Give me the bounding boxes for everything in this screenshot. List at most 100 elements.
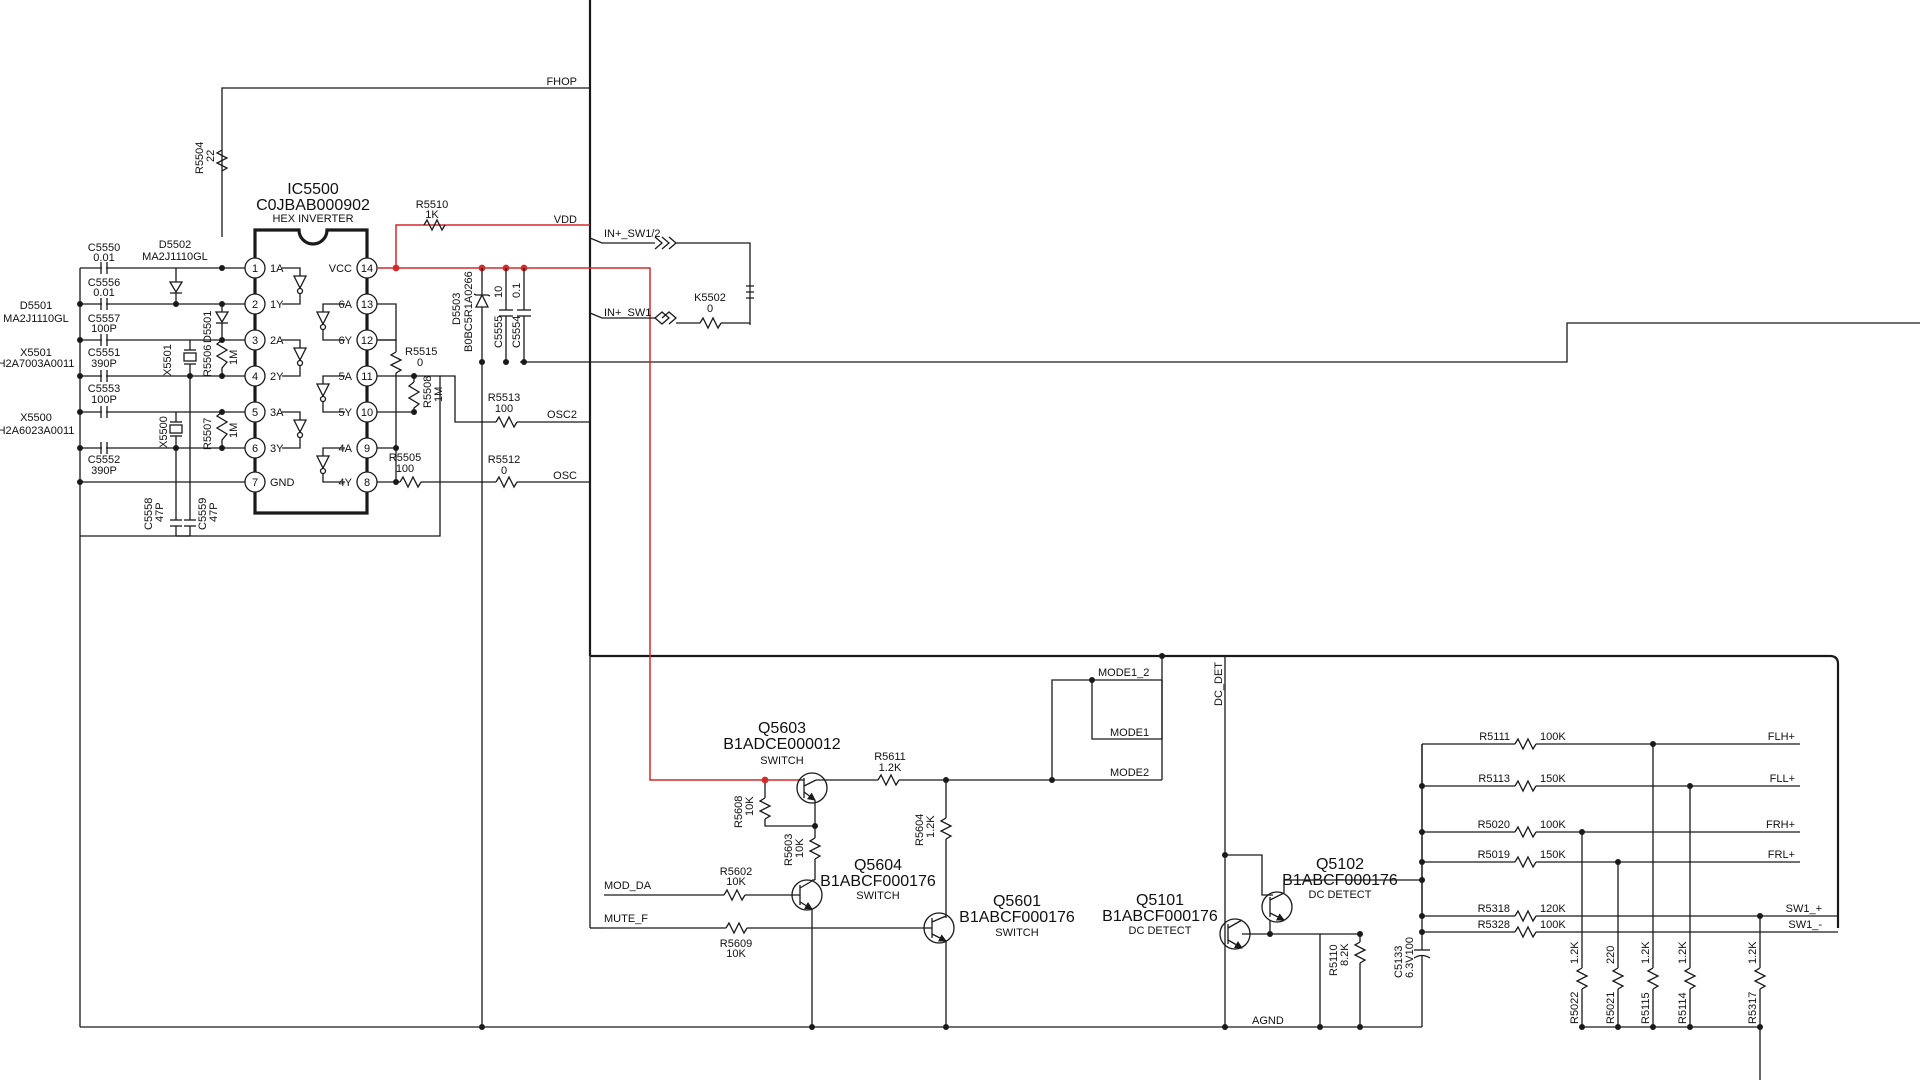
- r5505-val: 100: [396, 463, 414, 475]
- ic-pin-14: 14 VCC: [329, 257, 378, 279]
- ic-pin-9: 9 4A: [339, 437, 378, 459]
- net-mode2: MODE2: [1110, 767, 1149, 779]
- r5506-val: 1M: [228, 350, 240, 365]
- net-sw1m: SW1_-: [1788, 919, 1822, 931]
- svg-text:2: 2: [252, 299, 258, 311]
- r5603-ref: R5603: [783, 834, 795, 866]
- c5559-val: 47P: [208, 502, 220, 522]
- svg-text:6A: 6A: [339, 299, 353, 311]
- x5501-ref: X5501: [20, 347, 52, 359]
- r5515-ref: R5515: [405, 346, 437, 358]
- c5553-ref: C5553: [88, 383, 120, 395]
- r5114-ref: R5114: [1677, 992, 1689, 1024]
- r5021-val: 220: [1605, 946, 1617, 964]
- r5115-val: 1.2K: [1640, 941, 1652, 964]
- right-resistor-bank: R5111 100K FLH+ R5113 150K FLL+ R5020 10…: [1419, 731, 1838, 1080]
- r5513-val: 100: [495, 403, 513, 415]
- net-in-sw12: IN+_SW1/2: [604, 228, 661, 240]
- net-frh: FRH+: [1766, 819, 1795, 831]
- ic-pin-10: 10 5Y: [339, 401, 378, 423]
- svg-text:1A: 1A: [270, 263, 284, 275]
- q5601-part: B1ABCF000176: [959, 909, 1075, 926]
- ic-pin-6: 6 3Y: [244, 437, 284, 459]
- r5019-val: 150K: [1540, 849, 1566, 861]
- r5505-ref: R5505: [389, 452, 421, 464]
- c5558-ref: C5558: [143, 498, 155, 530]
- r5328-val: 100K: [1540, 919, 1566, 931]
- r5328-ref: R5328: [1478, 919, 1510, 931]
- svg-text:6: 6: [252, 443, 258, 455]
- svg-text:4: 4: [252, 371, 258, 383]
- r5114-val: 1.2K: [1677, 941, 1689, 964]
- r5113-val: 150K: [1540, 773, 1566, 785]
- c5553-val: 100P: [91, 394, 117, 406]
- r5604-val: 1.2K: [925, 815, 937, 838]
- net-flh: FLH+: [1768, 731, 1795, 743]
- net-frl: FRL+: [1768, 849, 1795, 861]
- ic-pin-2: 2 1Y: [244, 293, 284, 315]
- r5022-ref: R5022: [1569, 992, 1581, 1024]
- ic-pin-11: 11 5A: [339, 365, 378, 387]
- r5608-ref: R5608: [733, 796, 745, 828]
- inverter-gates: [282, 267, 345, 483]
- svg-text:9: 9: [364, 443, 370, 455]
- svg-text:4A: 4A: [339, 443, 353, 455]
- q5101-ref: Q5101: [1136, 892, 1184, 909]
- net-osc: OSC: [553, 470, 577, 482]
- c5557-val: 100P: [91, 323, 117, 335]
- q5604-func: SWITCH: [856, 890, 899, 902]
- r5611-val: 1.2K: [879, 762, 902, 774]
- svg-text:1: 1: [252, 263, 258, 275]
- svg-text:13: 13: [361, 299, 373, 311]
- net-mute-f: MUTE_F: [604, 913, 648, 925]
- c5550-ref: C5550: [88, 242, 120, 254]
- q5101-func: DC DETECT: [1129, 925, 1192, 937]
- ic-pin-7: 7 GND: [244, 471, 295, 493]
- q5102-func: DC DETECT: [1309, 889, 1372, 901]
- r5602-val: 10K: [726, 876, 746, 888]
- r5508-val: 1M: [433, 387, 445, 402]
- r5318-val: 120K: [1540, 903, 1566, 915]
- r5609-val: 10K: [726, 948, 746, 960]
- svg-text:10: 10: [361, 407, 373, 419]
- r5604-ref: R5604: [914, 814, 926, 846]
- c5555-val: 10: [493, 286, 505, 298]
- c5133-ref: C5133: [1393, 946, 1405, 978]
- q5604-ref: Q5604: [854, 857, 902, 874]
- d5501b-ref: D5501: [202, 311, 214, 343]
- svg-text:5A: 5A: [339, 371, 353, 383]
- d5503-val: B0BC5R1A0266: [463, 271, 475, 352]
- c5558-val: 47P: [154, 502, 166, 522]
- x5501v-ref: X5501: [162, 344, 174, 376]
- r5510-val: 1K: [425, 209, 439, 221]
- q5603-ref: Q5603: [758, 720, 806, 737]
- q5604-part: B1ABCF000176: [820, 873, 936, 890]
- q5101-part: B1ABCF000176: [1102, 908, 1218, 925]
- x5500v-ref: X5500: [158, 416, 170, 448]
- r5019-ref: R5019: [1478, 849, 1510, 861]
- svg-text:1Y: 1Y: [270, 299, 284, 311]
- net-sw1p: SW1_+: [1786, 903, 1822, 915]
- svg-text:4Y: 4Y: [339, 477, 353, 489]
- d5501-val: MA2J1110GL: [3, 313, 69, 325]
- c5556-val: 0.01: [93, 287, 114, 299]
- r5113-ref: R5113: [1478, 773, 1510, 785]
- svg-text:3: 3: [252, 335, 258, 347]
- input-switch-area: IN+_SW1/2 IN+_SW1 K5502 0: [589, 228, 754, 330]
- left-network: R5504 22 C5550 0.01 D5502 MA2J1110GL C55…: [0, 142, 245, 537]
- q5601-func: SWITCH: [995, 927, 1038, 939]
- ic-pin-4: 4 2Y: [244, 365, 284, 387]
- ic5500: IC5500 C0JBAB000902 HEX INVERTER 1 1A 2 …: [244, 181, 378, 515]
- r5508-ref: R5508: [422, 376, 434, 408]
- net-in-sw1: IN+_SW1: [604, 307, 651, 319]
- svg-text:2Y: 2Y: [270, 371, 284, 383]
- r5507-ref: R5507: [202, 418, 214, 450]
- svg-text:VCC: VCC: [329, 263, 352, 275]
- ic-right-network: R5510 1K VDD FHOP D5503 B0BC5R1A0266 10 …: [80, 76, 800, 781]
- ic-ref: IC5500: [287, 181, 339, 198]
- r5611-ref: R5611: [874, 751, 906, 763]
- svg-text:12: 12: [361, 335, 373, 347]
- c5552-ref: C5552: [88, 454, 120, 466]
- r5504-val: 22: [205, 150, 217, 162]
